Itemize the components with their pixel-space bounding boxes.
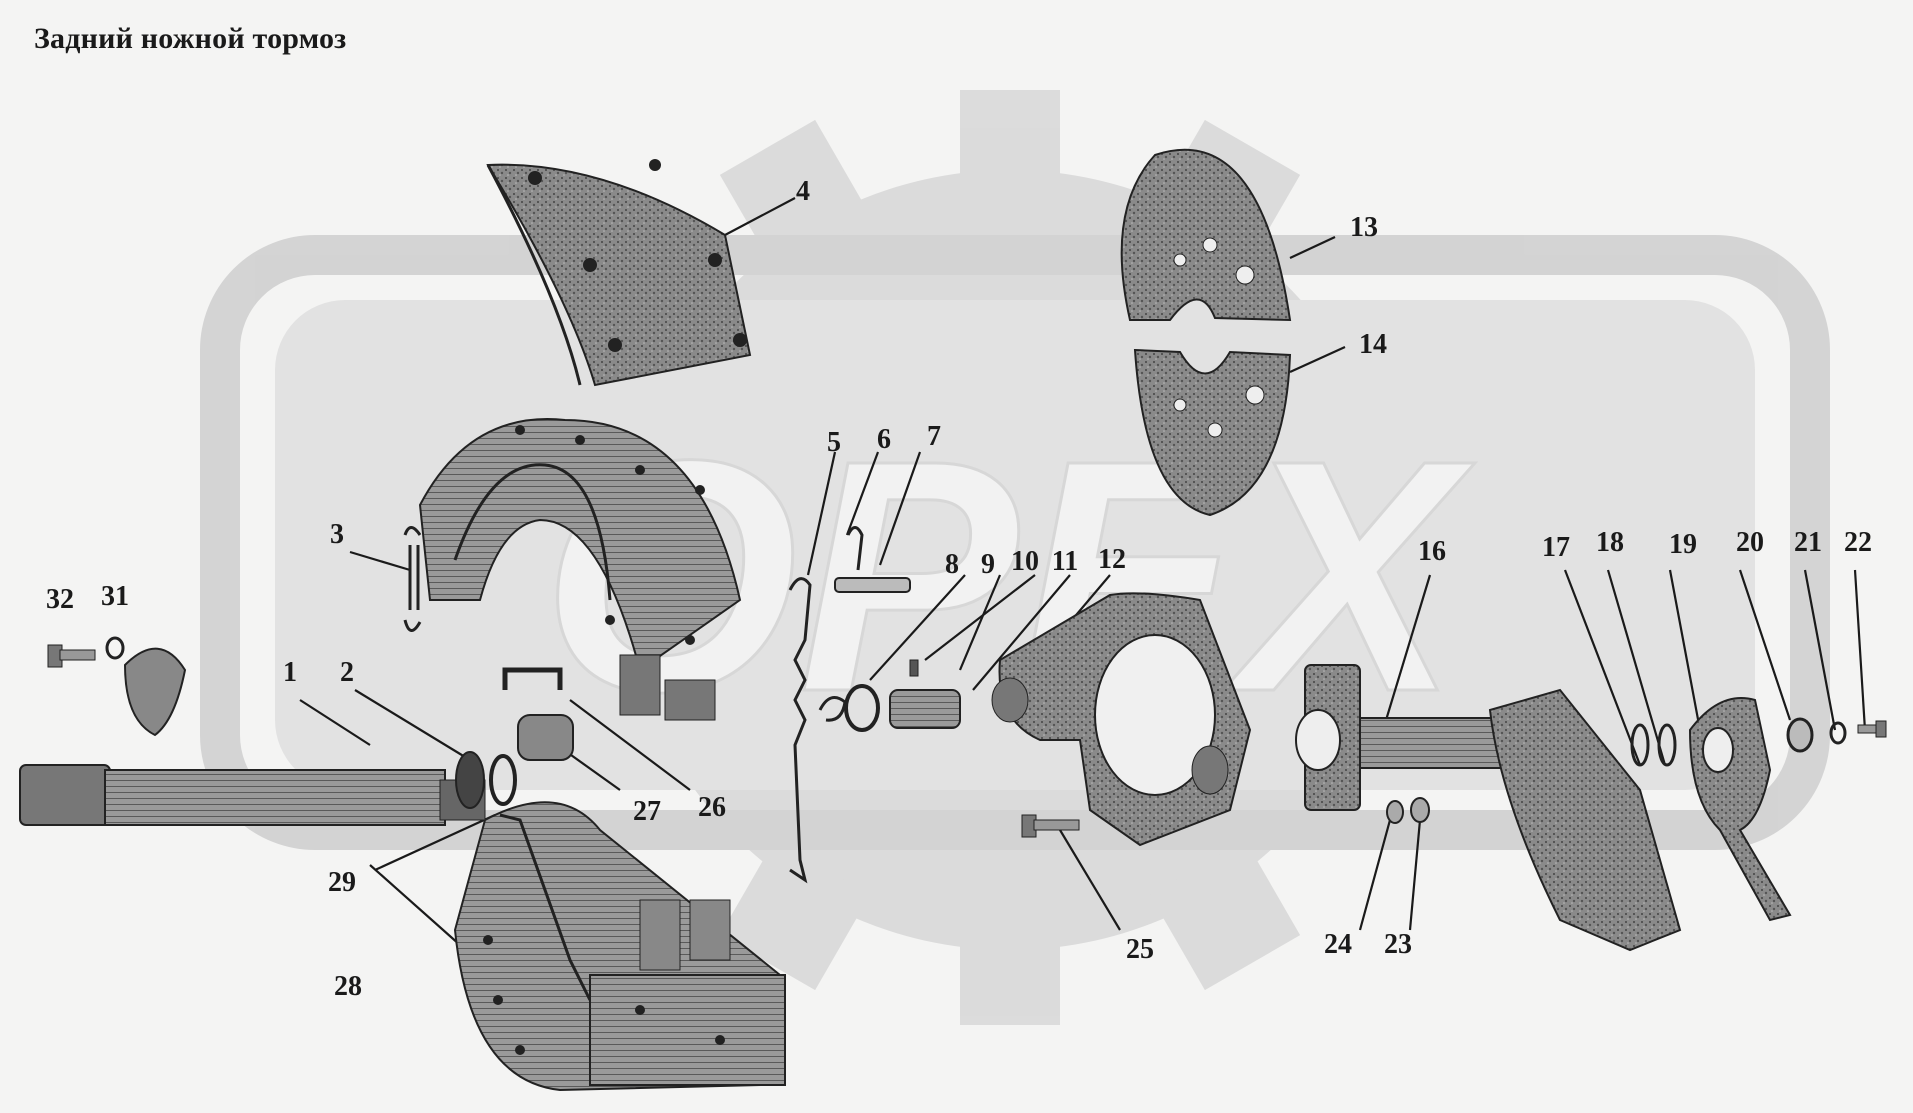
label-part-2: 2 — [340, 657, 354, 688]
part-28-brake-shoe-lower — [453, 801, 786, 1092]
label-part-11: 11 — [1051, 546, 1079, 577]
part-29-ring — [489, 754, 517, 806]
part-11-pin — [889, 689, 961, 729]
part-27-bushing — [517, 714, 574, 761]
label-part-4: 4 — [796, 176, 810, 207]
label-part-18: 18 — [1596, 527, 1624, 558]
part-22-bolt — [1857, 720, 1887, 738]
label-part-26: 26 — [698, 792, 726, 823]
label-part-9: 9 — [981, 549, 995, 580]
label-part-7: 7 — [927, 421, 941, 452]
label-part-8: 8 — [945, 549, 959, 580]
part-7-pin — [834, 577, 911, 593]
page-title: Задний ножной тормоз — [34, 22, 347, 55]
label-part-14: 14 — [1359, 329, 1387, 360]
label-part-29: 29 — [328, 867, 356, 898]
label-part-21: 21 — [1794, 527, 1822, 558]
part-26-clip — [502, 667, 563, 690]
bracket — [1488, 688, 1682, 952]
part-12-flange-housing — [991, 592, 1252, 847]
watermark-frame — [200, 235, 1830, 850]
part-25-bolt — [1021, 814, 1080, 838]
label-part-12: 12 — [1098, 544, 1126, 575]
part-20-washer — [1786, 717, 1814, 753]
label-part-27: 27 — [633, 796, 661, 827]
part-31-washer — [105, 636, 125, 660]
label-part-5: 5 — [827, 427, 841, 458]
part-32-bolt — [47, 644, 96, 668]
label-part-20: 20 — [1736, 527, 1764, 558]
part-2-washer — [455, 751, 485, 809]
label-part-13: 13 — [1350, 212, 1378, 243]
brake-shoe-upper — [418, 418, 742, 721]
part-23-nut — [1410, 797, 1430, 823]
part-3-spring — [403, 526, 422, 632]
part-9-ring — [844, 684, 880, 732]
part-1-camshaft — [19, 764, 486, 826]
label-part-6: 6 — [877, 424, 891, 455]
label-part-24: 24 — [1324, 929, 1352, 960]
label-part-17: 17 — [1542, 532, 1570, 563]
part-10-screw — [909, 659, 919, 677]
label-part-31: 31 — [101, 581, 129, 612]
label-part-10: 10 — [1011, 546, 1039, 577]
part-19-slack-adjuster — [1688, 697, 1792, 922]
part-18-ring — [1657, 723, 1677, 767]
leader-lines — [299, 197, 1867, 946]
label-part-28: 28 — [334, 971, 362, 1002]
label-part-1: 1 — [283, 657, 297, 688]
part-4-brake-lining — [486, 159, 752, 387]
part-5-spring — [788, 577, 812, 884]
part-14-shield-lower — [1133, 348, 1292, 517]
label-part-32: 32 — [46, 584, 74, 615]
part-6-cotter-pin — [846, 526, 864, 571]
label-part-3: 3 — [330, 519, 344, 550]
bracket-plate — [123, 647, 187, 737]
part-24-nut — [1386, 800, 1404, 824]
part-13-shield-upper — [1120, 148, 1292, 322]
label-part-25: 25 — [1126, 934, 1154, 965]
part-17-ring — [1630, 723, 1650, 767]
label-part-22: 22 — [1844, 527, 1872, 558]
label-part-23: 23 — [1384, 929, 1412, 960]
label-part-16: 16 — [1418, 536, 1446, 567]
part-21-washer — [1829, 721, 1847, 745]
label-part-19: 19 — [1669, 529, 1697, 560]
